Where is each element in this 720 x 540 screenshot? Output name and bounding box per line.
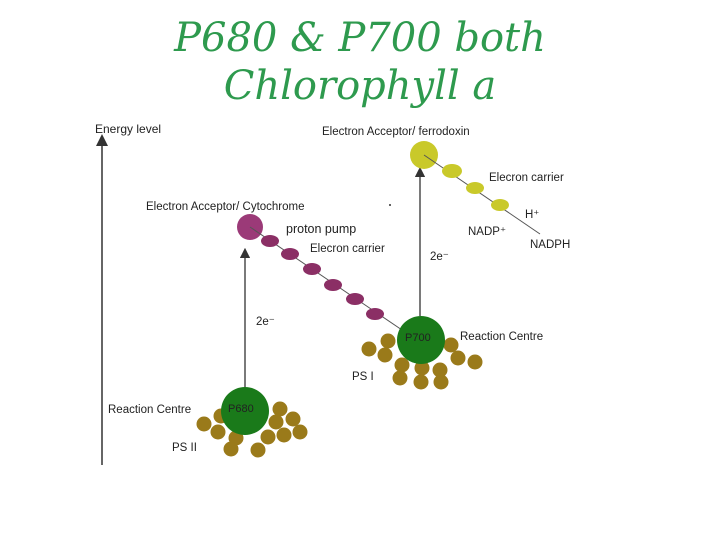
- h-plus-label: H⁺: [525, 209, 539, 221]
- p680-label: P680: [228, 403, 254, 415]
- p700-reaction-centre: [397, 316, 445, 364]
- proton-pump-label: proton pump: [286, 222, 356, 236]
- ps1-label: PS I: [352, 371, 374, 383]
- ps2-label: PS II: [172, 442, 197, 454]
- ps1-reaction-centre-label: Reaction Centre: [460, 331, 543, 343]
- ps2-carrier-label: Elecron carrier: [310, 243, 385, 255]
- nadph-label: NADPH: [530, 239, 570, 251]
- nadp-plus-label: NADP⁺: [468, 226, 506, 238]
- title-line-2: Chlorophyll a: [223, 63, 497, 109]
- ps2-excitation-label: 2e⁻: [256, 316, 275, 328]
- slide-title: P680 & P700 both Chlorophyll a: [0, 14, 720, 110]
- ps2-reaction-centre-label: Reaction Centre: [108, 404, 191, 416]
- title-line-1: P680 & P700 both: [174, 15, 546, 61]
- ps1-electron-chain-line: [423, 154, 541, 235]
- ps1-antenna-pigments: [361, 333, 483, 390]
- p680-reaction-centre: [221, 387, 269, 435]
- energy-axis-label: Energy level: [95, 122, 161, 136]
- ps1-acceptor-label: Electron Acceptor/ ferrodoxin: [322, 126, 470, 138]
- p700-label: P700: [405, 332, 431, 344]
- ps2-acceptor-label: Electron Acceptor/ Cytochrome: [146, 201, 305, 213]
- ps1-electron-carriers: [442, 164, 509, 211]
- stray-dot: [389, 204, 391, 206]
- ps1-carrier-label: Elecron carrier: [489, 172, 564, 184]
- ps1-excitation-label: 2e⁻: [430, 251, 449, 263]
- ps2-electron-carriers: [261, 235, 384, 320]
- ps2-antenna-pigments: [196, 401, 308, 458]
